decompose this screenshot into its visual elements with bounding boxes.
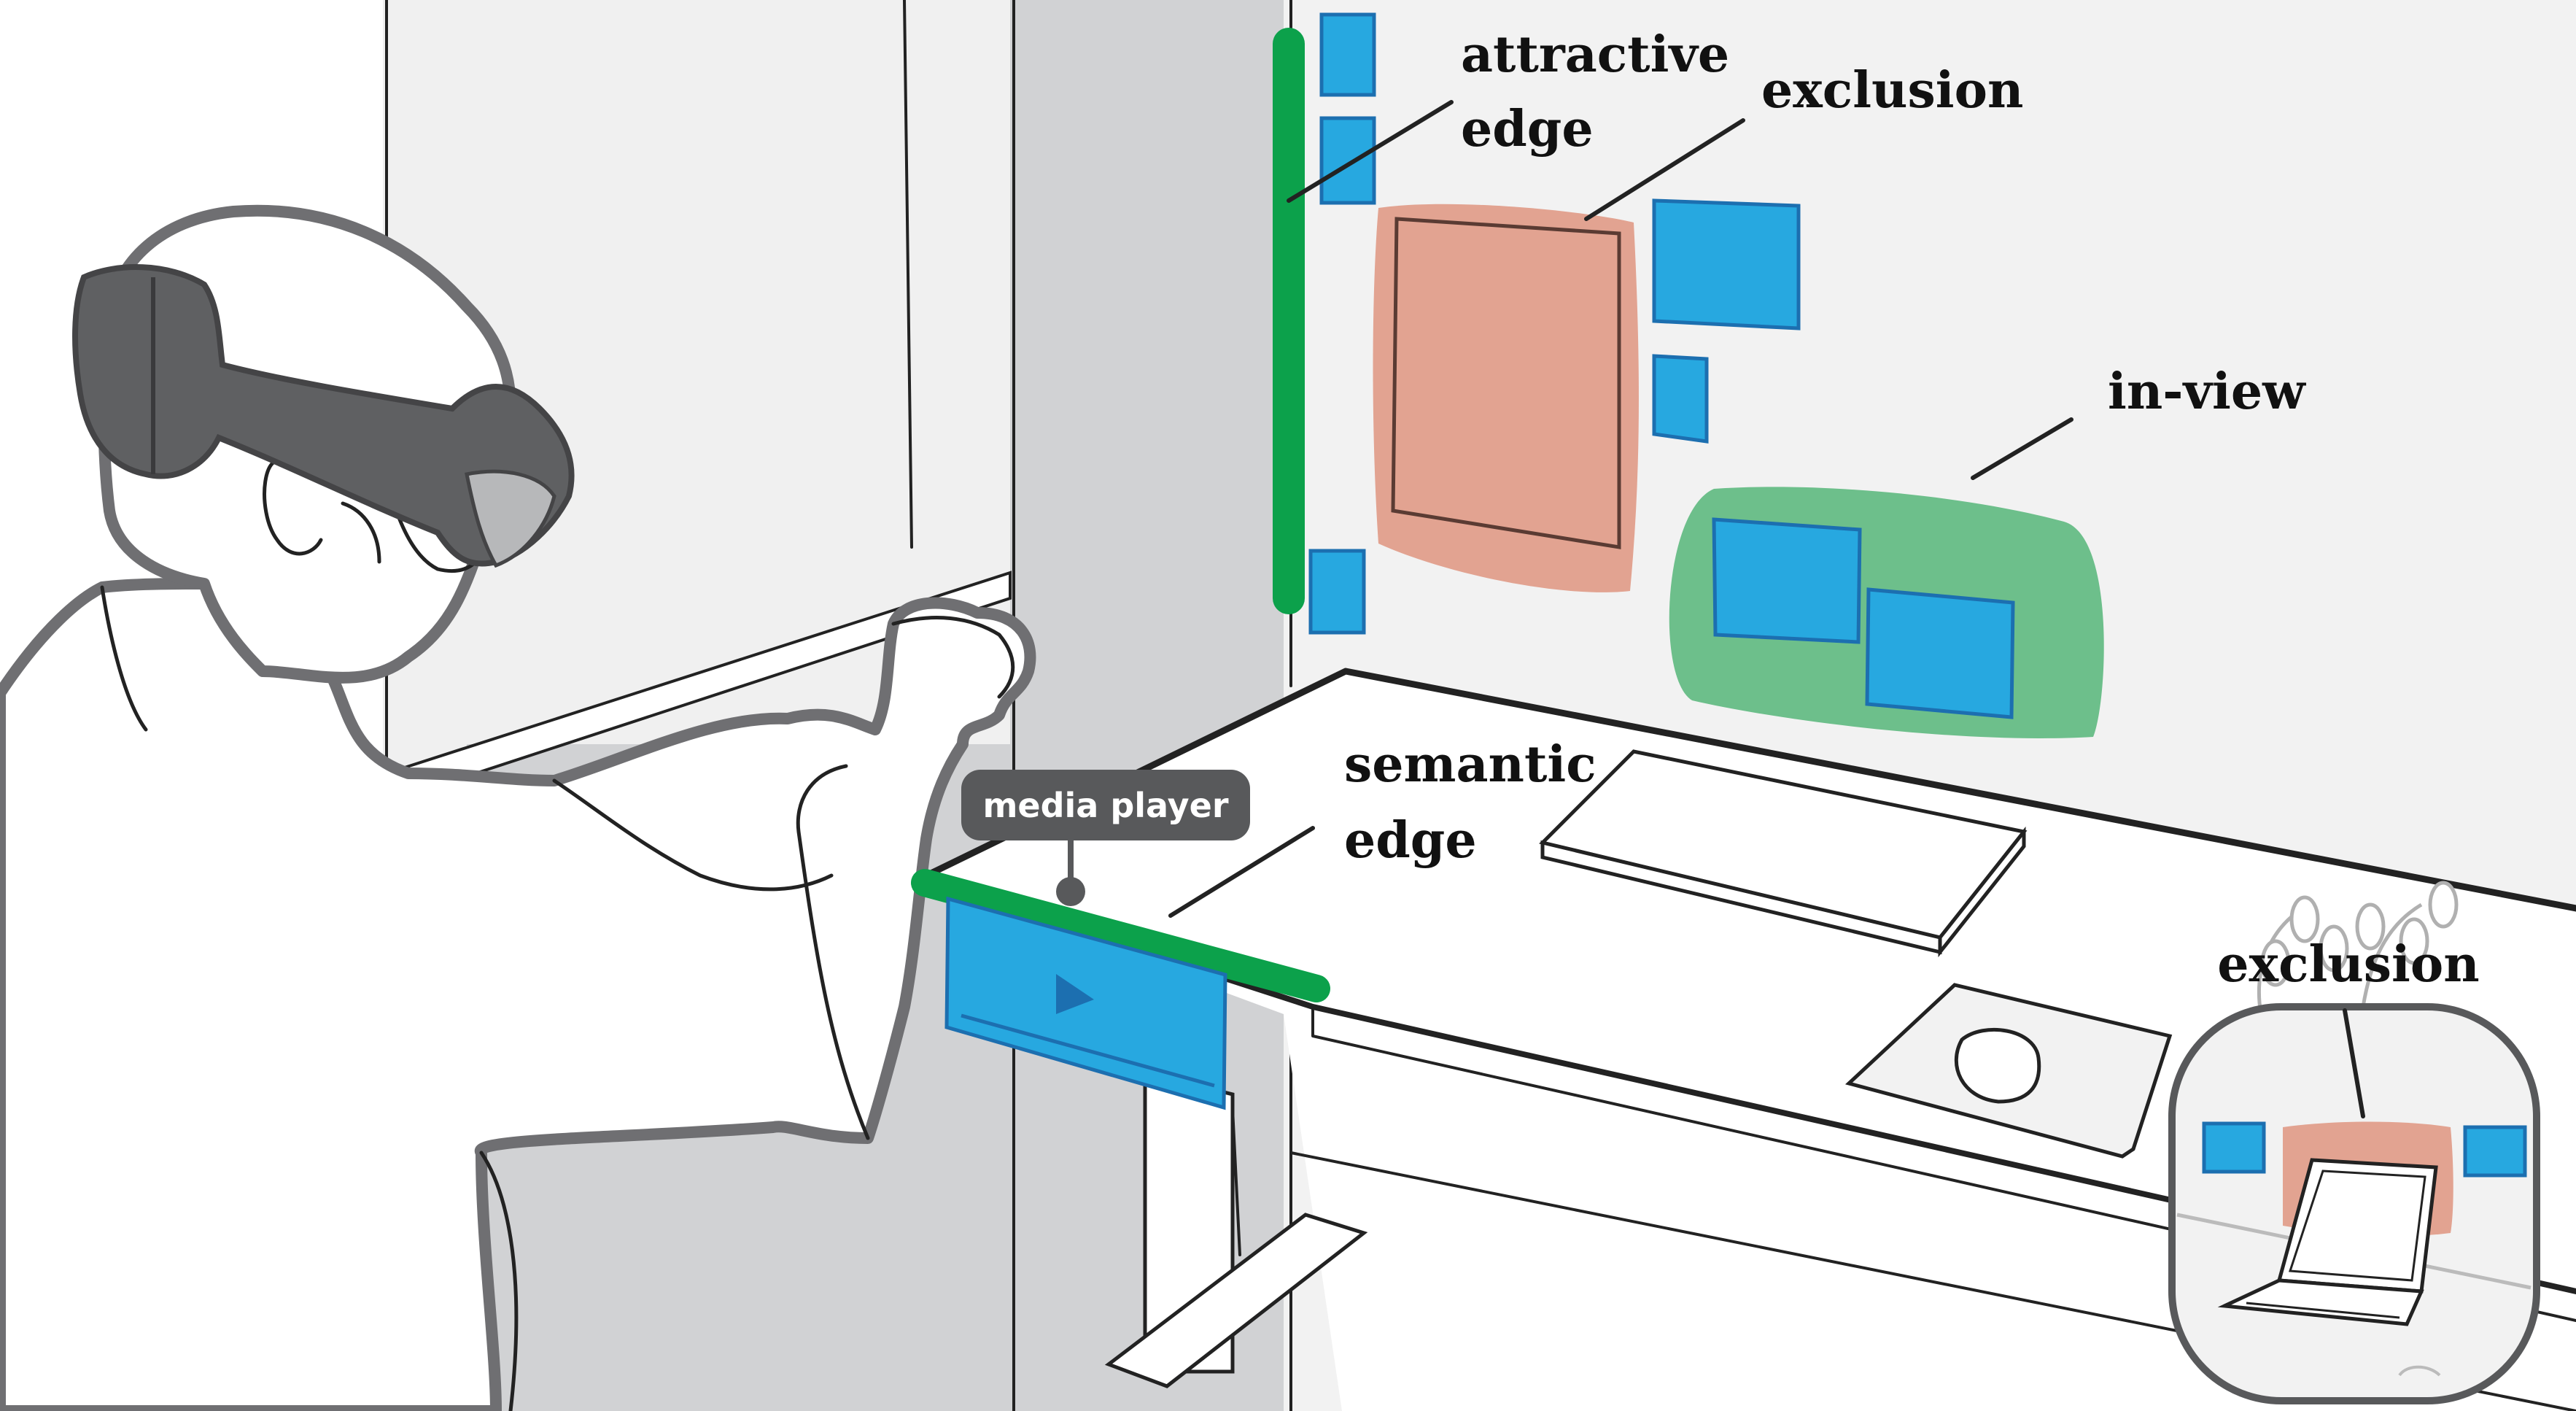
mixed-reality-headset-icon	[72, 264, 575, 567]
in-view-label: in-view	[2108, 363, 2306, 421]
mouse-icon	[1954, 1027, 2041, 1104]
person-fist	[891, 616, 1015, 699]
person-cheek	[341, 501, 381, 564]
shelf-front	[903, 0, 913, 549]
media-player-tag-anchor	[1056, 877, 1085, 906]
inset-mouse	[2398, 1365, 2441, 1377]
semantic-edge-bar	[911, 869, 1330, 1002]
exclusion-label: exclusion	[1761, 61, 2023, 120]
headset-visor	[465, 469, 556, 568]
window-tile	[1308, 549, 1366, 635]
semantic-edge-label-line1: semantic	[1344, 735, 1597, 794]
keyboard-icon	[1539, 749, 2028, 958]
exclusion-zone	[1373, 204, 1639, 592]
laptop-icon	[2217, 1158, 2438, 1326]
mouse-pad	[1844, 983, 2173, 1159]
virtual-windows	[1308, 12, 2015, 719]
media-player-tag	[961, 770, 1250, 840]
exclusion-leader	[1584, 118, 1745, 221]
laptop-inset	[2168, 1003, 2540, 1404]
media-player-label: media player	[982, 786, 1228, 825]
semantic-edge-label-line2: edge	[1344, 811, 1477, 870]
window-tile	[1319, 12, 1376, 97]
window-tile	[1712, 517, 1862, 644]
window-tile	[1319, 116, 1376, 205]
semantic-edge-leader	[1168, 826, 1315, 918]
inset-exclusion-leader	[2343, 1008, 2365, 1118]
person-sleeve	[552, 778, 834, 892]
wall-picture-frame	[1391, 217, 1621, 549]
window-tile	[1652, 354, 1709, 444]
inset-window-right	[2463, 1125, 2527, 1178]
person	[0, 204, 1036, 1411]
attractive-edge-leader	[1287, 100, 1454, 203]
plant-icon	[2257, 881, 2459, 1015]
play-triangle-icon	[1056, 974, 1094, 1014]
person-side	[479, 1151, 519, 1411]
desk-front-lip	[1311, 1005, 2576, 1322]
person-shoulder	[100, 585, 148, 732]
media-player-window	[944, 896, 1227, 1110]
desk-support	[1231, 1107, 1241, 1256]
window-tile	[1865, 587, 2015, 719]
in-view-leader	[1971, 417, 2073, 480]
person-arm-seam	[796, 764, 870, 1140]
attractive-edge-label-line2: edge	[1461, 100, 1594, 158]
desk-foot	[1104, 1213, 1368, 1388]
attractive-edge-label-line1: attractive	[1461, 26, 1729, 84]
inset-exclusion-label: exclusion	[2217, 935, 2479, 994]
inset-window-left	[2202, 1121, 2266, 1174]
window-tile	[1652, 198, 1801, 330]
